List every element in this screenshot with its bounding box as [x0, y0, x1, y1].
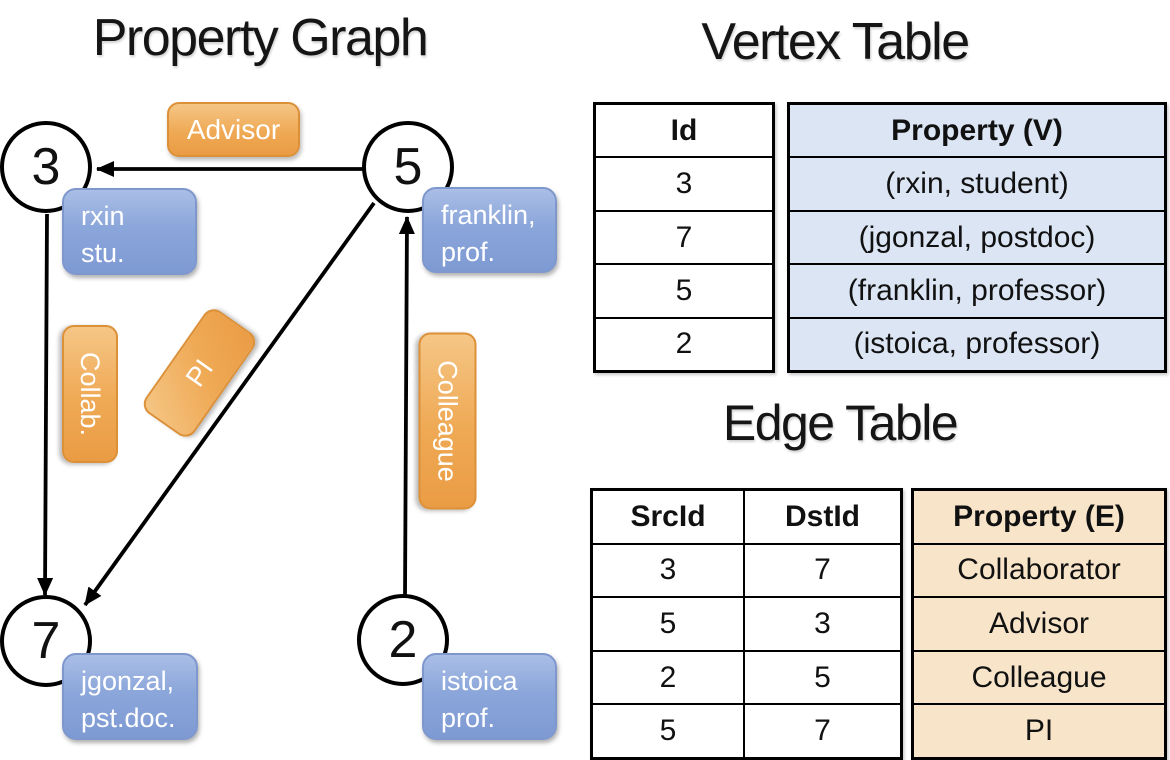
- edge-table-srcid-cell: 2: [593, 649, 743, 704]
- edge-table-dstid-cell: 5: [745, 649, 900, 704]
- edge-table-dstid-cell: 3: [745, 596, 900, 650]
- edge-table-header-srcid: SrcId: [630, 499, 706, 533]
- edge-label-collab: Collab.: [62, 325, 118, 463]
- edge-arrow-3-to-7: [37, 213, 54, 596]
- vertex-prop-jgonzal-line2: pst.doc.: [81, 703, 176, 733]
- vertex-circle-5: 5: [362, 121, 454, 213]
- edge-table-srcid-column: SrcId 3 5 2 5: [593, 491, 743, 757]
- edge-table-dstid-cell: 7: [745, 542, 900, 597]
- edge-table-srcid-cell: 5: [593, 703, 743, 757]
- vertex-table-id-cell: 7: [596, 209, 772, 263]
- edge-table-id-columns: SrcId 3 5 2 5 DstId 7 3 5 7: [590, 488, 903, 760]
- edge-label-advisor: Advisor: [167, 102, 300, 157]
- vertex-id-5: 5: [393, 138, 423, 196]
- vertex-table-header-property: Property (V): [790, 105, 1164, 157]
- edge-table-srcid-cell: 5: [593, 596, 743, 650]
- vertex-prop-franklin-line2: prof.: [441, 237, 496, 267]
- edge-table-property-cell: PI: [914, 703, 1164, 757]
- edge-arrow-5-to-7: [83, 201, 376, 607]
- edge-table-property-cell: Colleague: [914, 649, 1164, 704]
- vertex-id-3: 3: [31, 138, 61, 196]
- vertex-table-property-column: Property (V) (rxin, student) (jgonzal, p…: [787, 102, 1167, 373]
- vertex-id-2: 2: [388, 611, 418, 669]
- vertex-table-id-cell: 5: [596, 263, 772, 316]
- edge-table-property-cell: Collaborator: [914, 542, 1164, 597]
- vertex-table-property-cell: (istoica, professor): [790, 316, 1164, 371]
- property-graph-title: Property Graph: [92, 9, 429, 67]
- edge-label-colleague: Colleague: [418, 332, 477, 510]
- vertex-circle-2: 2: [357, 594, 449, 686]
- vertex-table-id-cell: 2: [596, 316, 772, 370]
- edge-table-dstid-column: DstId 7 3 5 7: [743, 491, 900, 757]
- vertex-prop-jgonzal-line1: jgonzal,: [81, 666, 175, 696]
- edge-label-advisor-text: Advisor: [186, 113, 281, 145]
- vertex-table-property-cell: (rxin, student): [790, 156, 1164, 210]
- vertex-prop-box-jgonzal: jgonzal, pst.doc.: [62, 653, 198, 740]
- edge-arrow-2-to-5: [398, 216, 415, 598]
- edge-table-property-cell: Advisor: [914, 596, 1164, 650]
- vertex-prop-box-franklin: franklin, prof.: [422, 187, 557, 273]
- vertex-prop-rxin-line1: rxin: [81, 201, 125, 231]
- vertex-prop-rxin-line2: stu.: [81, 238, 125, 268]
- edge-label-pi-text: PI: [179, 353, 219, 392]
- vertex-prop-box-istoica: istoica prof.: [422, 653, 557, 740]
- vertex-prop-box-rxin: rxin stu.: [62, 188, 197, 275]
- edge-table-srcid-cell: 3: [593, 542, 743, 597]
- edge-table-dstid-cell: 7: [745, 703, 900, 757]
- edge-table-property-column: Property (E) Collaborator Advisor Collea…: [911, 488, 1167, 760]
- edge-table-title: Edge Table: [722, 395, 959, 451]
- vertex-prop-istoica-line1: istoica: [441, 666, 518, 696]
- vertex-table-property-cell: (jgonzal, postdoc): [790, 209, 1164, 264]
- vertex-prop-istoica-line2: prof.: [441, 703, 496, 733]
- edge-table-header-property: Property (E): [914, 491, 1164, 543]
- graph-edges-layer: [37, 161, 415, 607]
- edge-label-colleague-text: Colleague: [433, 360, 463, 482]
- vertex-table-header-id: Id: [670, 113, 698, 147]
- vertex-id-7: 7: [31, 612, 61, 670]
- edge-table-header-dstid: DstId: [785, 499, 860, 533]
- vertex-table-property-cell: (franklin, professor): [790, 263, 1164, 317]
- vertex-table-title: Vertex Table: [701, 13, 970, 71]
- vertex-table-id-column: Id 3 7 5 2: [593, 102, 775, 373]
- vertex-table-id-cell: 3: [596, 156, 772, 209]
- edge-label-collab-text: Collab.: [75, 351, 106, 437]
- vertex-prop-franklin-line1: franklin,: [441, 200, 536, 230]
